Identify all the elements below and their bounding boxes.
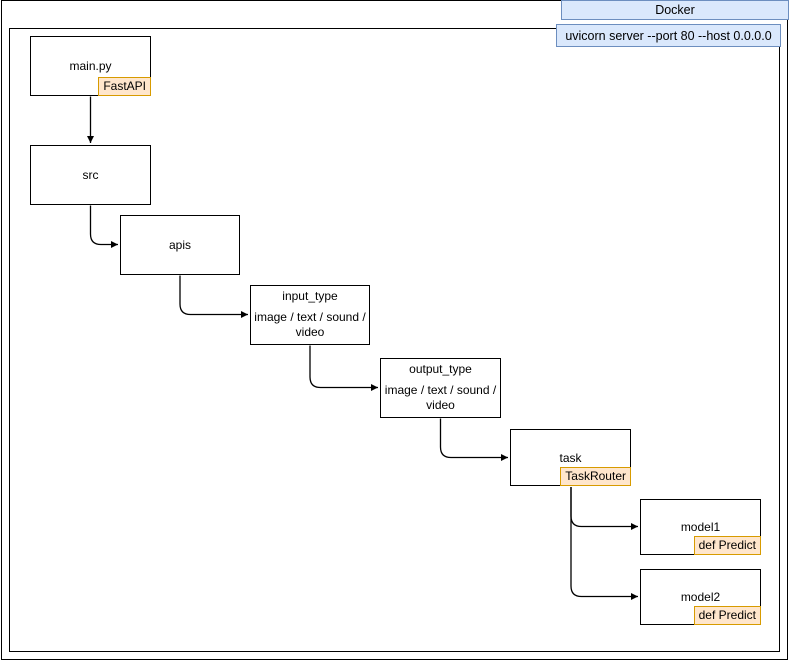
uvicorn-command-text: uvicorn server --port 80 --host 0.0.0.0 [565, 28, 772, 43]
node-src-label: src [82, 168, 99, 182]
docker-label-text: Docker [655, 3, 695, 17]
docker-container-boundary [9, 28, 780, 652]
badge-def-predict-1: def Predict [693, 536, 761, 555]
node-input-type: input_type image / text / sound / video [250, 285, 370, 345]
node-output-type-body: image / text / sound / video [384, 383, 497, 412]
node-model1-label: model1 [680, 520, 721, 534]
node-task: task TaskRouter [510, 429, 631, 486]
node-src: src [30, 145, 151, 205]
badge-fastapi: FastAPI [98, 77, 151, 96]
node-output-type: output_type image / text / sound / video [380, 358, 501, 418]
docker-label: Docker [561, 0, 789, 20]
node-output-type-title: output_type [409, 362, 472, 376]
node-input-type-body: image / text / sound / video [254, 310, 366, 339]
badge-def-predict-2: def Predict [693, 606, 761, 625]
node-apis: apis [120, 215, 240, 275]
node-model1: model1 def Predict [640, 499, 761, 555]
uvicorn-command-label: uvicorn server --port 80 --host 0.0.0.0 [556, 24, 781, 47]
node-apis-label: apis [168, 238, 191, 252]
node-main-py-label: main.py [69, 59, 112, 73]
badge-taskrouter: TaskRouter [560, 467, 631, 486]
node-main-py: main.py FastAPI [30, 36, 151, 96]
node-model2: model2 def Predict [640, 569, 761, 625]
node-model2-label: model2 [680, 590, 721, 604]
node-input-type-title: input_type [282, 289, 338, 303]
node-task-label: task [559, 450, 582, 465]
